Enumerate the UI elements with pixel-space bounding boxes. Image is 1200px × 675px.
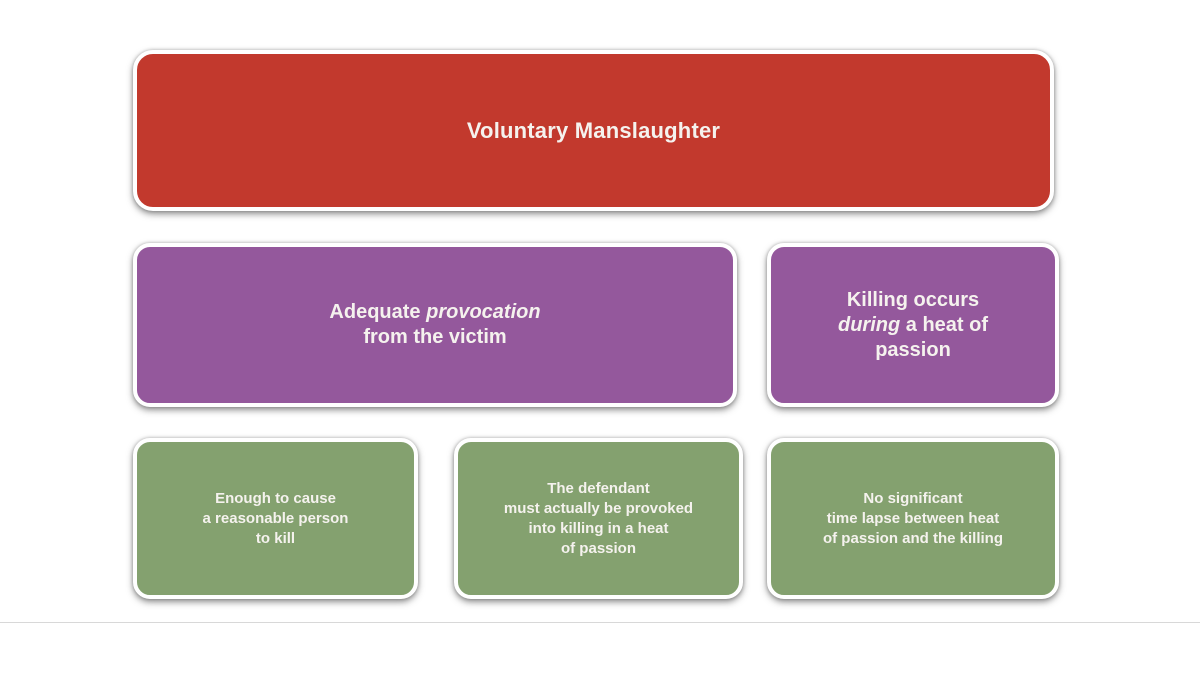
- condition-box-adequate-provocation: Adequate provocation from the victim: [133, 243, 737, 407]
- detail-box-no-time-lapse: No significant time lapse between heat o…: [767, 438, 1059, 599]
- text-line: Killing occurs: [846, 288, 980, 311]
- condition-box-heat-of-passion: Killing occurs during a heat of passion: [767, 243, 1059, 407]
- italic-word-provocation: provocation: [426, 301, 541, 323]
- bottom-divider-line: [0, 622, 1200, 623]
- text-line: into killing in a heat: [528, 519, 669, 537]
- title-box-label: Voluntary Manslaughter: [466, 117, 721, 143]
- text-line: Enough to cause: [215, 489, 336, 507]
- detail-box-reasonable-person: Enough to cause a reasonable person to k…: [133, 438, 418, 599]
- text-segment: Adequate: [329, 301, 427, 323]
- text-line: must actually be provoked: [503, 499, 694, 517]
- text-segment: a heat of: [900, 313, 988, 336]
- text-line: during a heat of: [838, 313, 988, 338]
- detail-box-defendant-provoked: The defendant must actually be provoked …: [454, 438, 743, 599]
- condition-box-text: Killing occurs during a heat of passion: [824, 288, 1002, 363]
- title-box-voluntary-manslaughter: Voluntary Manslaughter: [133, 50, 1054, 211]
- detail-box-text: Enough to cause a reasonable person to k…: [189, 489, 363, 549]
- text-line: of passion: [560, 539, 636, 557]
- text-line: Adequate provocation: [329, 300, 540, 325]
- text-line: The defendant: [547, 479, 650, 497]
- text-line: passion: [875, 338, 951, 361]
- condition-box-text: Adequate provocation from the victim: [315, 300, 554, 350]
- text-line: of passion and the killing: [822, 529, 1003, 547]
- text-line: to kill: [255, 529, 296, 547]
- text-line: No significant: [863, 489, 963, 507]
- text-line: from the victim: [363, 326, 507, 348]
- detail-box-text: No significant time lapse between heat o…: [809, 489, 1017, 549]
- detail-box-text: The defendant must actually be provoked …: [490, 479, 707, 559]
- italic-word-during: during: [837, 313, 901, 336]
- text-line: a reasonable person: [202, 509, 349, 527]
- text-line: time lapse between heat: [826, 509, 1000, 527]
